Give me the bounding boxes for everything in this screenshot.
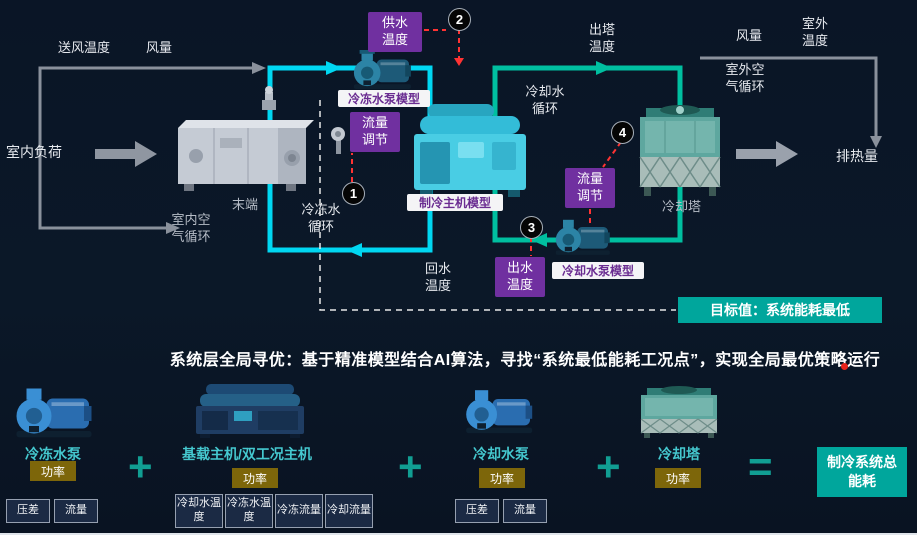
flow-adjust-left-label: 流量调节 bbox=[361, 115, 388, 147]
indoor-load-arrow bbox=[95, 141, 157, 167]
air-volume-left-label: 风量 bbox=[146, 40, 173, 55]
flow-adjust-right-box: 流量调节 bbox=[565, 168, 615, 208]
ahu-image bbox=[178, 120, 314, 191]
heat-rejection-label: 排热量 bbox=[836, 148, 878, 164]
terminal-label: 末端 bbox=[232, 197, 259, 212]
chiller-param-cooling-temp: 冷却水温度 bbox=[175, 494, 223, 528]
pointer-dot bbox=[841, 363, 848, 370]
outlet-water-temp-box: 出水温度 bbox=[495, 257, 545, 297]
chiller-param-chilled-temp: 冷冻水温度 bbox=[225, 494, 273, 528]
outdoor-air-arrow bbox=[870, 136, 882, 148]
chiller-image bbox=[414, 104, 526, 197]
supply-water-temp-box: 供水温度 bbox=[368, 12, 422, 52]
indoor-air-arrow-top bbox=[252, 62, 266, 74]
indoor-air-arrow-bottom bbox=[166, 222, 180, 234]
air-volume-right-label: 风量 bbox=[736, 28, 763, 43]
chilled-pipe-arrow-bottom bbox=[346, 243, 362, 257]
chiller-model-box: 制冷主机模型 bbox=[407, 194, 503, 211]
bottom-chilled-pump-label: 冷冻水泵 bbox=[25, 446, 81, 462]
bottom-chiller-image bbox=[196, 384, 304, 438]
badge-2: 2 bbox=[448, 8, 471, 31]
bottom-chilled-pump-image bbox=[16, 388, 92, 438]
target-value-box: 目标值：系统能耗最低 bbox=[678, 297, 882, 323]
cooling-pump-power-box: 功率 bbox=[479, 468, 525, 488]
plus-operator-2: + bbox=[398, 443, 423, 490]
tower-outlet-temp-label: 出塔温度 bbox=[588, 22, 615, 54]
red-arrow-supply bbox=[454, 58, 464, 66]
flow-adjust-right-label: 流量调节 bbox=[576, 171, 603, 203]
total-energy-box: 制冷系统总能耗 bbox=[817, 447, 907, 497]
indoor-load-label: 室内负荷 bbox=[6, 144, 62, 160]
outdoor-temp-label: 室外温度 bbox=[801, 16, 828, 48]
outdoor-air-loop-line bbox=[700, 56, 878, 138]
cooling-water-loop-label: 冷却水循环 bbox=[525, 84, 565, 116]
bottom-cooling-tower-image bbox=[640, 386, 718, 438]
cooling-pump-param-flow: 流量 bbox=[503, 499, 547, 523]
indoor-air-loop-lines bbox=[38, 66, 252, 230]
supply-air-temp-label: 送风温度 bbox=[58, 40, 111, 55]
bottom-chiller-label: 基载主机/双工况主机 bbox=[182, 446, 312, 462]
cooling-pump-model-box: 冷却水泵模型 bbox=[552, 262, 644, 279]
target-dashed-line bbox=[319, 100, 676, 311]
cooling-tower-image bbox=[639, 105, 721, 196]
setpoint-links bbox=[351, 29, 622, 256]
chilled-pump-image bbox=[353, 50, 411, 89]
cooling-tower-label: 冷却塔 bbox=[662, 199, 702, 214]
chilled-pump-param-flow: 流量 bbox=[54, 499, 98, 523]
plus-operator-3: + bbox=[596, 443, 621, 490]
chilled-pipe-arrow-top bbox=[326, 61, 342, 75]
outdoor-air-loop-label: 室外空气循环 bbox=[725, 62, 765, 94]
gauge-sensor-icon bbox=[331, 127, 345, 154]
headline: 系统层全局寻优：基于精准模型结合AI算法，寻找“系统最低能耗工况点”，实现全局最… bbox=[169, 352, 881, 369]
chiller-power-box: 功率 bbox=[232, 468, 278, 488]
tower-power-box: 功率 bbox=[655, 468, 701, 488]
badge-4: 4 bbox=[611, 121, 634, 144]
chiller-param-chilled-flow: 冷冻流量 bbox=[275, 494, 323, 528]
flow-adjust-left-box: 流量调节 bbox=[350, 112, 400, 152]
cooling-pipe-arrow-bottom bbox=[531, 233, 547, 247]
equals-operator: = bbox=[748, 443, 773, 490]
outlet-water-temp-label: 出水温度 bbox=[506, 260, 533, 292]
chilled-pump-param-pressure: 压差 bbox=[6, 499, 50, 523]
plus-operator-1: + bbox=[128, 443, 153, 490]
bottom-cooling-pump-image bbox=[466, 390, 533, 434]
bottom-cooling-pump-label: 冷却水泵 bbox=[473, 446, 529, 462]
cooling-pump-image bbox=[555, 219, 610, 255]
chilled-pump-model-box: 冷冻水泵模型 bbox=[338, 90, 430, 107]
badge-3: 3 bbox=[520, 216, 543, 239]
cooling-pipe-arrow-top bbox=[596, 61, 612, 75]
indoor-air-loop-label: 室内空气循环 bbox=[171, 212, 211, 244]
supply-water-temp-label: 供水温度 bbox=[381, 15, 408, 47]
cooling-pump-param-pressure: 压差 bbox=[455, 499, 499, 523]
chiller-param-cooling-flow: 冷却流量 bbox=[325, 494, 373, 528]
valve-sensor-icon bbox=[262, 86, 276, 110]
heat-rejection-arrow bbox=[736, 141, 798, 167]
return-water-temp-label: 回水温度 bbox=[424, 261, 451, 293]
chilled-water-loop-label: 冷冻水循环 bbox=[301, 202, 341, 234]
badge-1: 1 bbox=[342, 182, 365, 205]
bottom-tower-label: 冷却塔 bbox=[658, 446, 700, 462]
chilled-pump-power-box: 功率 bbox=[30, 461, 76, 481]
